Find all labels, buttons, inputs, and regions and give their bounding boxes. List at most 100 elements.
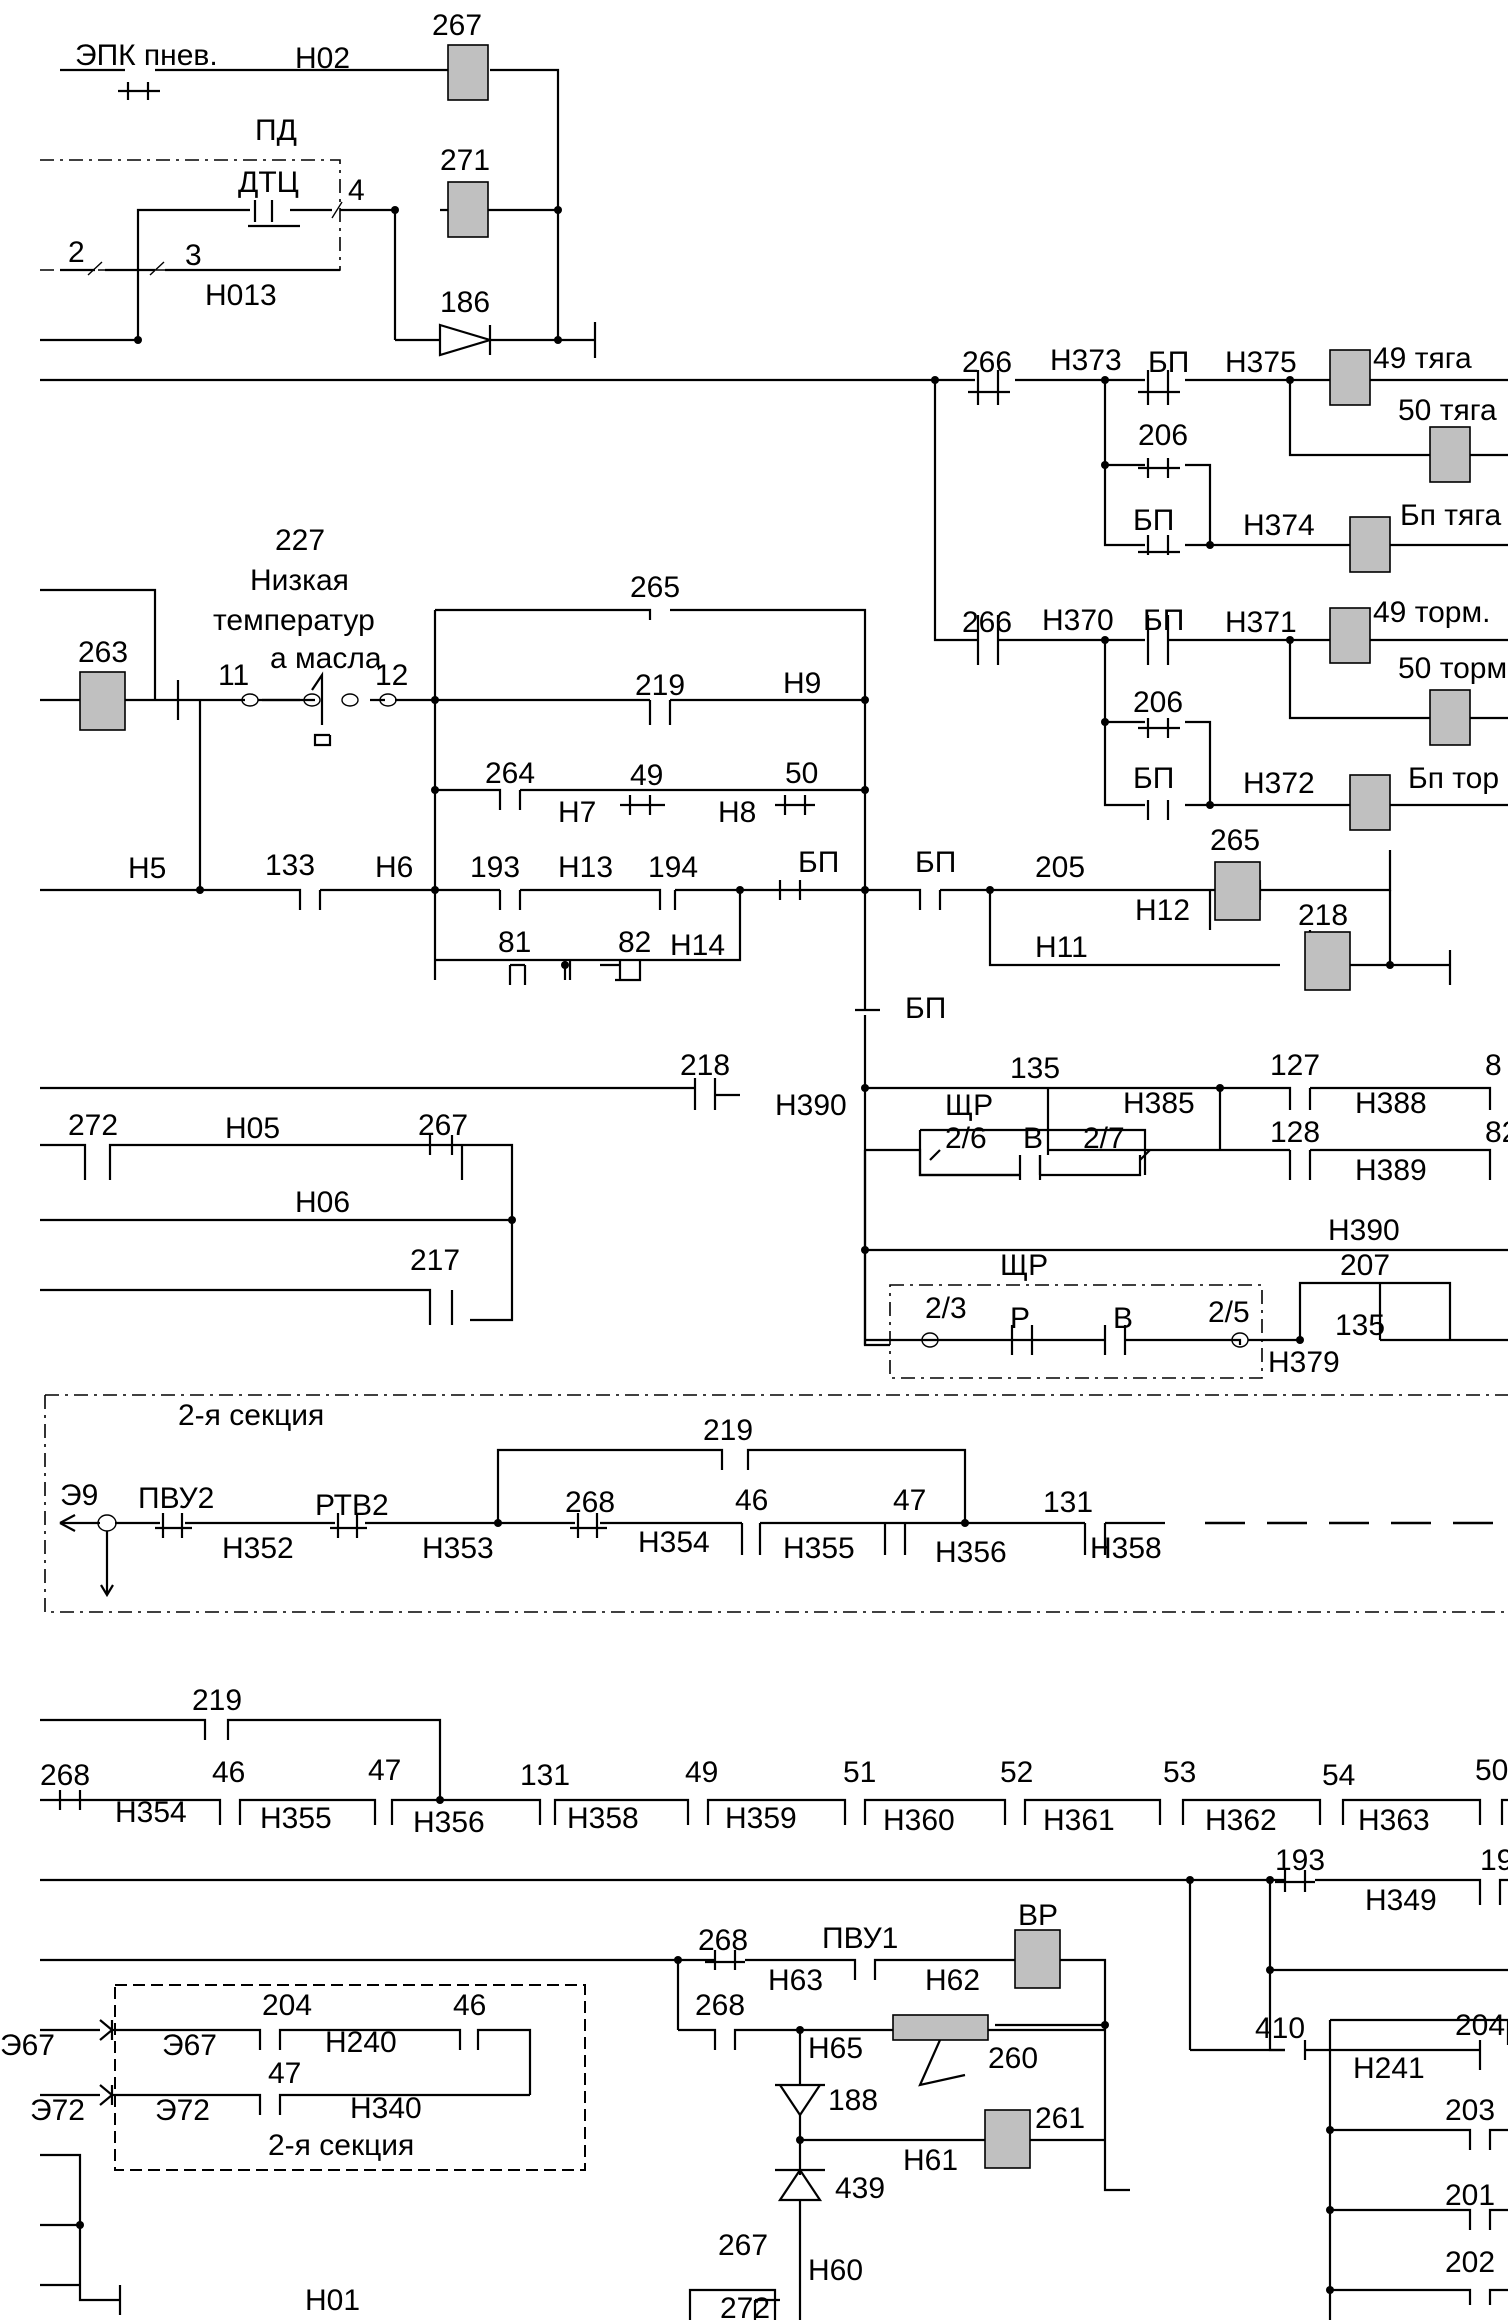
label-4: 4 <box>348 174 365 207</box>
right-upper-circuit: 266 Н373 БП Н375 49 тяга 50 тяга 206 БП … <box>40 342 1508 831</box>
label-81: 81 <box>498 926 531 959</box>
coil-263 <box>79 671 126 731</box>
label-n5: Н5 <box>128 852 166 885</box>
label-n013: Н013 <box>205 279 277 312</box>
label-207: 207 <box>1340 1249 1390 1282</box>
label-135a: 135 <box>1010 1052 1060 1085</box>
middle-circuit: 227 Низкая температур а масла 263 11 12 … <box>40 524 1452 1347</box>
label-n375: Н375 <box>1225 346 1297 379</box>
coil-49-traction <box>1329 349 1371 406</box>
label-50: 50 <box>785 757 818 790</box>
coil-49-brake <box>1329 607 1371 664</box>
label-e9: Э9 <box>60 1479 98 1512</box>
label-sec2-n358: Н358 <box>1090 1532 1162 1565</box>
diode-188 <box>775 2030 825 2117</box>
label-b-n340: Н340 <box>350 2092 422 2125</box>
label-135b: 135 <box>1335 1309 1385 1342</box>
label-bp-e: БП <box>798 846 839 879</box>
section-2-box: 2-я секция Э9 ПВУ2 РТВ2 219 Н352 Н353 26… <box>44 1394 1508 1613</box>
label-sec2-268: 268 <box>565 1486 615 1519</box>
label-127: 127 <box>1270 1049 1320 1082</box>
label-lr-n355: Н355 <box>260 1802 332 1835</box>
label-49-torm: 49 торм. <box>1373 596 1490 629</box>
label-lr-n363: Н363 <box>1358 1804 1430 1837</box>
label-265b: 265 <box>1210 824 1260 857</box>
label-b-268a: 268 <box>698 1924 748 1957</box>
contact-epk <box>118 82 160 100</box>
label-n374: Н374 <box>1243 509 1315 542</box>
label-n390b: Н390 <box>1328 1214 1400 1247</box>
label-49-tyaga: 49 тяга <box>1373 342 1472 375</box>
label-n06: Н06 <box>295 1186 350 1219</box>
coil-271 <box>447 181 489 238</box>
coil-vr <box>1014 1929 1061 1989</box>
label-267: 267 <box>432 9 482 42</box>
label-b-vr: ВР <box>1018 1899 1058 1932</box>
diode-186 <box>438 323 494 357</box>
label-b-sec2: 2-я секция <box>268 2129 414 2162</box>
label-n6: Н6 <box>375 851 413 884</box>
label-sec2-47: 47 <box>893 1484 926 1517</box>
coil-bp-brake <box>1349 774 1391 831</box>
label-bp-a: БП <box>1148 346 1189 379</box>
label-section2-title: 2-я секция <box>178 1399 324 1432</box>
label-128: 128 <box>1270 1116 1320 1149</box>
label-b-n240: Н240 <box>325 2026 397 2059</box>
label-b-e72: Э72 <box>30 2094 85 2127</box>
label-n385: Н385 <box>1123 1087 1195 1120</box>
label-bp-b: БП <box>1133 504 1174 537</box>
label-lr-268: 268 <box>40 1759 90 1792</box>
label-r: Р <box>1010 1302 1030 1335</box>
coil-bp-traction <box>1349 516 1391 573</box>
label-267b: 267 <box>418 1109 468 1142</box>
label-n05: Н05 <box>225 1112 280 1145</box>
label-b-410: 410 <box>1255 2012 1305 2045</box>
label-2: 2 <box>68 236 85 269</box>
label-b-19: 19 <box>1480 1844 1508 1877</box>
label-193: 193 <box>470 851 520 884</box>
label-b-n65: Н65 <box>808 2032 863 2065</box>
label-v2: В <box>1113 1302 1133 1335</box>
label-82: 82 <box>618 926 651 959</box>
label-bp-tyaga: Бп тяга <box>1400 499 1502 532</box>
label-b-n61: Н61 <box>903 2144 958 2177</box>
coil-218 <box>1304 931 1351 991</box>
label-194: 194 <box>648 851 698 884</box>
label-dtc: ДТЦ <box>238 166 299 199</box>
label-shr2: ЩР <box>1000 1249 1048 1282</box>
label-n388: Н388 <box>1355 1087 1427 1120</box>
label-sec2-131: 131 <box>1043 1486 1093 1519</box>
label-2-7: 2/7 <box>1083 1122 1125 1155</box>
label-lr-53: 53 <box>1163 1756 1196 1789</box>
label-266a: 266 <box>962 346 1012 379</box>
label-v1: В <box>1023 1122 1043 1155</box>
label-n371: Н371 <box>1225 606 1297 639</box>
label-b-203: 203 <box>1445 2094 1495 2127</box>
label-sec2-n354: Н354 <box>638 1526 710 1559</box>
label-b-193: 193 <box>1275 1844 1325 1877</box>
label-50-torm: 50 торм <box>1398 652 1507 685</box>
label-lr-n361: Н361 <box>1043 1804 1115 1837</box>
label-lr-47: 47 <box>368 1754 401 1787</box>
label-n390a: Н390 <box>775 1089 847 1122</box>
label-b-202: 202 <box>1445 2246 1495 2279</box>
label-3: 3 <box>185 239 202 272</box>
label-218a: 218 <box>1298 899 1348 932</box>
label-b-201: 201 <box>1445 2179 1495 2212</box>
label-n11: Н11 <box>1035 931 1088 964</box>
label-b-268b: 268 <box>695 1989 745 2022</box>
label-lr-51: 51 <box>843 1756 876 1789</box>
label-186: 186 <box>440 286 490 319</box>
label-shr1: ЩР <box>945 1089 993 1122</box>
label-2-5: 2/5 <box>1208 1296 1250 1329</box>
label-271: 271 <box>440 144 490 177</box>
label-lr-49: 49 <box>685 1756 718 1789</box>
label-lr-46: 46 <box>212 1756 245 1789</box>
label-b-204b: 204 <box>1455 2009 1505 2042</box>
label-lr-n362: Н362 <box>1205 1804 1277 1837</box>
label-pd: ПД <box>255 114 297 147</box>
label-b-n60: Н60 <box>808 2254 863 2287</box>
label-266b: 266 <box>962 606 1012 639</box>
label-n353: Н353 <box>422 1532 494 1565</box>
label-n389: Н389 <box>1355 1154 1427 1187</box>
